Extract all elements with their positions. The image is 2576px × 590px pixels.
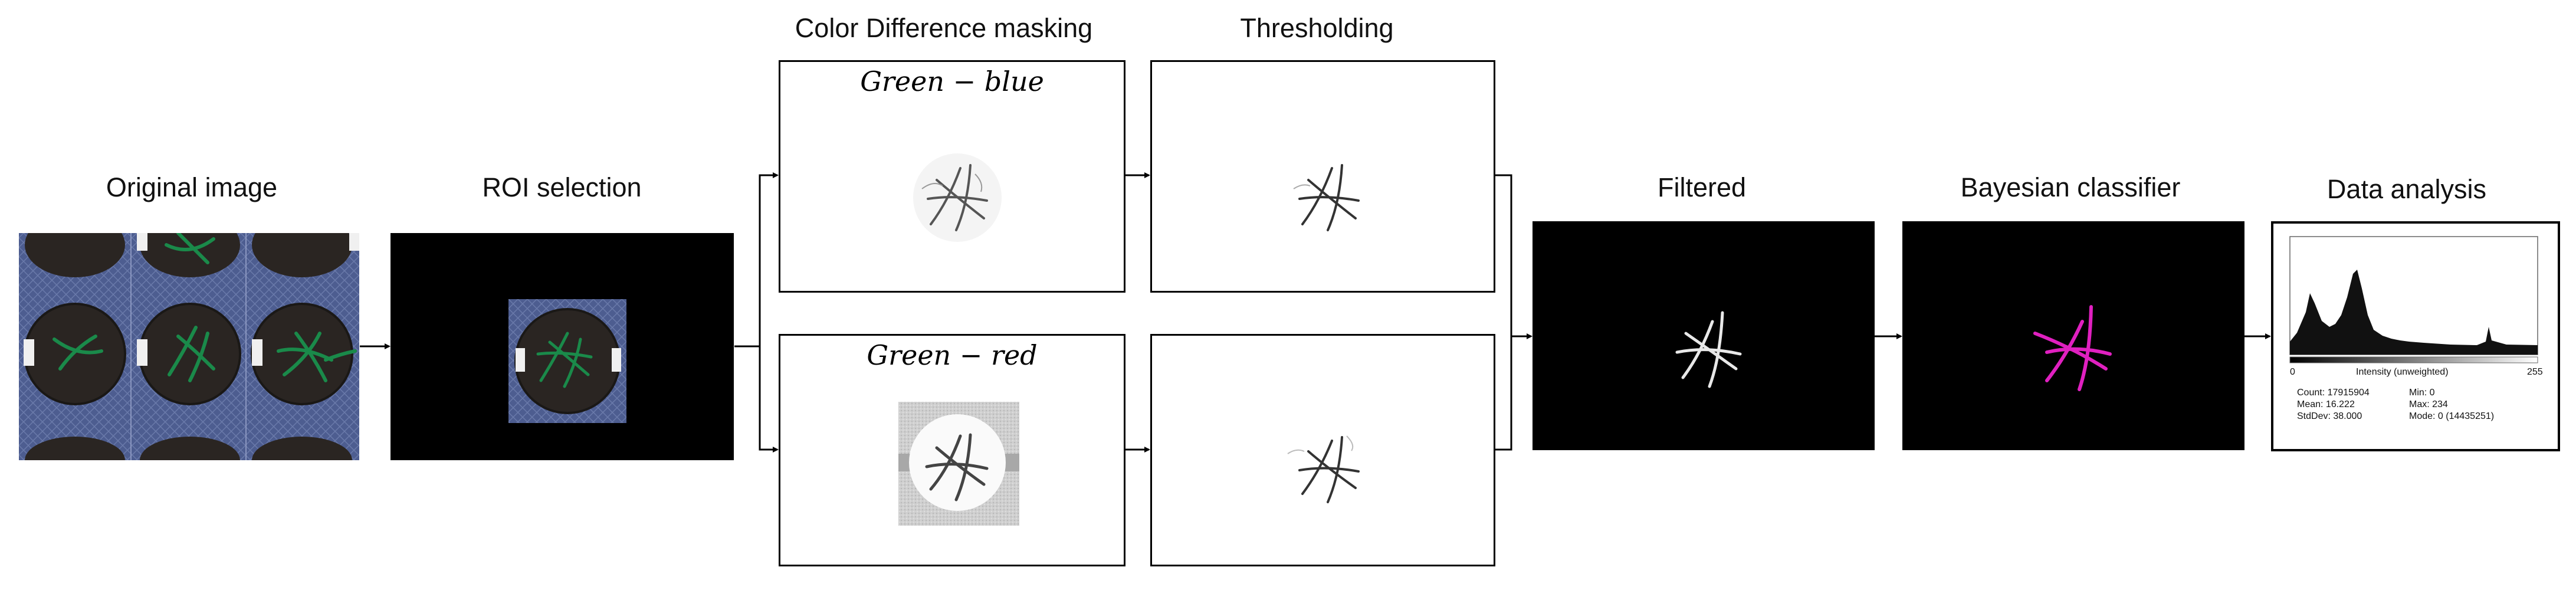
histogram-bars	[2290, 270, 2538, 355]
histogram-stddev: StdDev: 38.000	[2297, 411, 2362, 421]
histogram-axis-max: 255	[2527, 367, 2543, 377]
bayesian-classifier-panel	[1902, 221, 2244, 450]
connector-threshold-top	[1495, 174, 1512, 451]
bayesian-illustration	[2033, 305, 2112, 391]
green-red-mask-panel: Green − red	[779, 334, 1125, 566]
formula-green-blue: Green − blue	[860, 65, 1044, 97]
histogram-axis-title: Intensity (unweighted)	[2356, 367, 2449, 377]
label-original-image: Original image	[106, 172, 278, 202]
green-red-mask-illustration	[898, 402, 1019, 526]
histogram-min: Min: 0	[2409, 388, 2435, 398]
threshold-top-panel	[1150, 60, 1495, 293]
formula-green-red: Green − red	[867, 339, 1038, 371]
roi-selection-panel	[390, 233, 734, 460]
label-data-analysis: Data analysis	[2326, 174, 2487, 204]
data-analysis-panel: 0 Intensity (unweighted) 255 Count: 1791…	[2271, 221, 2560, 451]
green-blue-mask-illustration	[913, 153, 1002, 242]
original-image-panel	[19, 233, 359, 460]
filtered-panel	[1533, 221, 1875, 450]
filtered-illustration	[1675, 311, 1742, 388]
arrow-roi-to-green-red	[759, 346, 779, 453]
histogram-mean: Mean: 16.222	[2297, 399, 2355, 409]
threshold-top-illustration	[1293, 164, 1360, 231]
label-filtered: Filtered	[1657, 172, 1747, 202]
histogram-chart	[2289, 236, 2538, 363]
original-image-illustration	[19, 233, 359, 460]
label-roi-selection: ROI selection	[482, 172, 642, 202]
label-thresholding: Thresholding	[1240, 13, 1394, 43]
histogram-max: Max: 234	[2409, 399, 2448, 409]
arrow-roi-to-green-blue	[759, 172, 779, 346]
histogram-mode: Mode: 0 (14435251)	[2409, 411, 2495, 421]
histogram-count: Count: 17915904	[2297, 388, 2370, 398]
threshold-bottom-illustration	[1287, 435, 1360, 503]
threshold-bottom-panel	[1150, 334, 1495, 566]
green-blue-mask-panel: Green − blue	[779, 60, 1125, 293]
histogram-axis-min: 0	[2290, 367, 2295, 377]
label-color-difference-masking: Color Difference masking	[795, 13, 1093, 43]
roi-illustration	[508, 299, 626, 423]
label-bayesian-classifier: Bayesian classifier	[1960, 172, 2181, 202]
